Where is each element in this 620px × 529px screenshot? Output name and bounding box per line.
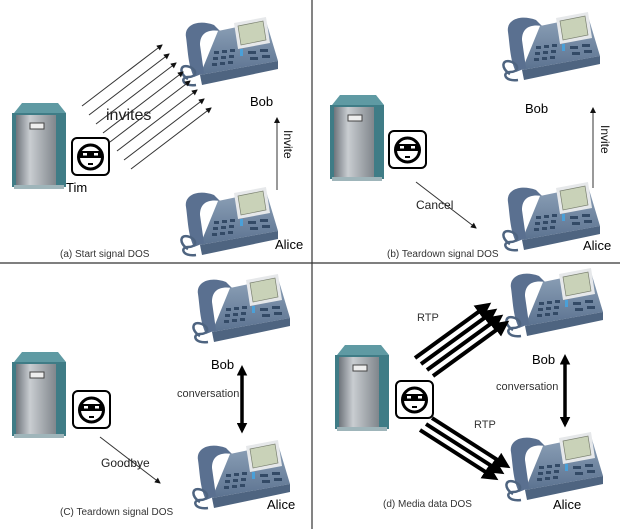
invite-arrows (81, 44, 212, 170)
rtp-arrow-down (424, 422, 505, 475)
conversation-label: conversation (177, 388, 240, 400)
goodbye-label: Goodbye (101, 456, 150, 470)
invite-flood-arrow (95, 62, 177, 125)
server-icon (11, 351, 67, 439)
rtp-arrow-down (418, 428, 499, 481)
attacker-name-tim: Tim (66, 180, 88, 195)
cancel-label: Cancel (416, 198, 454, 212)
invite-flood-arrow (123, 98, 205, 161)
caption-c: (C) Teardown signal DOS (60, 507, 174, 518)
bob-label: Bob (525, 101, 549, 116)
ip-phone-icon (502, 10, 602, 82)
alice-label: Alice (275, 237, 304, 252)
bob-label: Bob (532, 352, 556, 367)
alice-label: Alice (583, 238, 612, 253)
ip-phone-icon (505, 430, 605, 502)
rtp-arrow-up (413, 302, 492, 360)
invites-label: invites (106, 107, 152, 124)
alice-label: Alice (553, 497, 582, 512)
server-icon (329, 94, 385, 182)
bob-label: Bob (211, 357, 235, 372)
invite-flood-arrow (81, 44, 163, 107)
masked-attacker-icon (71, 389, 112, 430)
rtp-arrows-down (418, 416, 511, 481)
rtp-label-down: RTP (474, 419, 496, 431)
rtp-arrow-down (430, 416, 511, 469)
masked-attacker-icon (70, 136, 111, 177)
masked-attacker-icon (387, 129, 428, 170)
rtp-label-up: RTP (417, 312, 439, 324)
invite-label: Invite (598, 125, 612, 154)
rtp-arrow-up (425, 314, 504, 372)
invite-flood-arrow (102, 71, 184, 134)
invite-label: Invite (281, 130, 295, 159)
caption-b: (b) Teardown signal DOS (387, 249, 499, 260)
ip-phone-icon (180, 185, 280, 257)
invite-flood-arrow (109, 80, 191, 143)
goodbye-arrow (99, 436, 161, 484)
server-icon (11, 102, 67, 190)
alice-label: Alice (267, 497, 296, 512)
conversation-label: conversation (496, 381, 559, 393)
ip-phone-icon (192, 272, 292, 344)
bob-label: Bob (250, 94, 274, 109)
server-icon (334, 344, 390, 432)
rtp-arrows-up (413, 302, 510, 378)
cancel-arrow (415, 181, 477, 229)
rtp-arrow-up (431, 320, 510, 378)
ip-phone-icon (505, 266, 605, 338)
caption-a: (a) Start signal DOS (60, 249, 150, 260)
masked-attacker-icon (394, 379, 435, 420)
invite-flood-arrow (130, 107, 212, 170)
rtp-arrow-up (419, 308, 498, 366)
caption-d: (d) Media data DOS (383, 499, 472, 510)
invite-flood-arrow (88, 53, 170, 116)
ip-phone-icon (180, 15, 280, 87)
invite-flood-arrow (116, 89, 198, 152)
